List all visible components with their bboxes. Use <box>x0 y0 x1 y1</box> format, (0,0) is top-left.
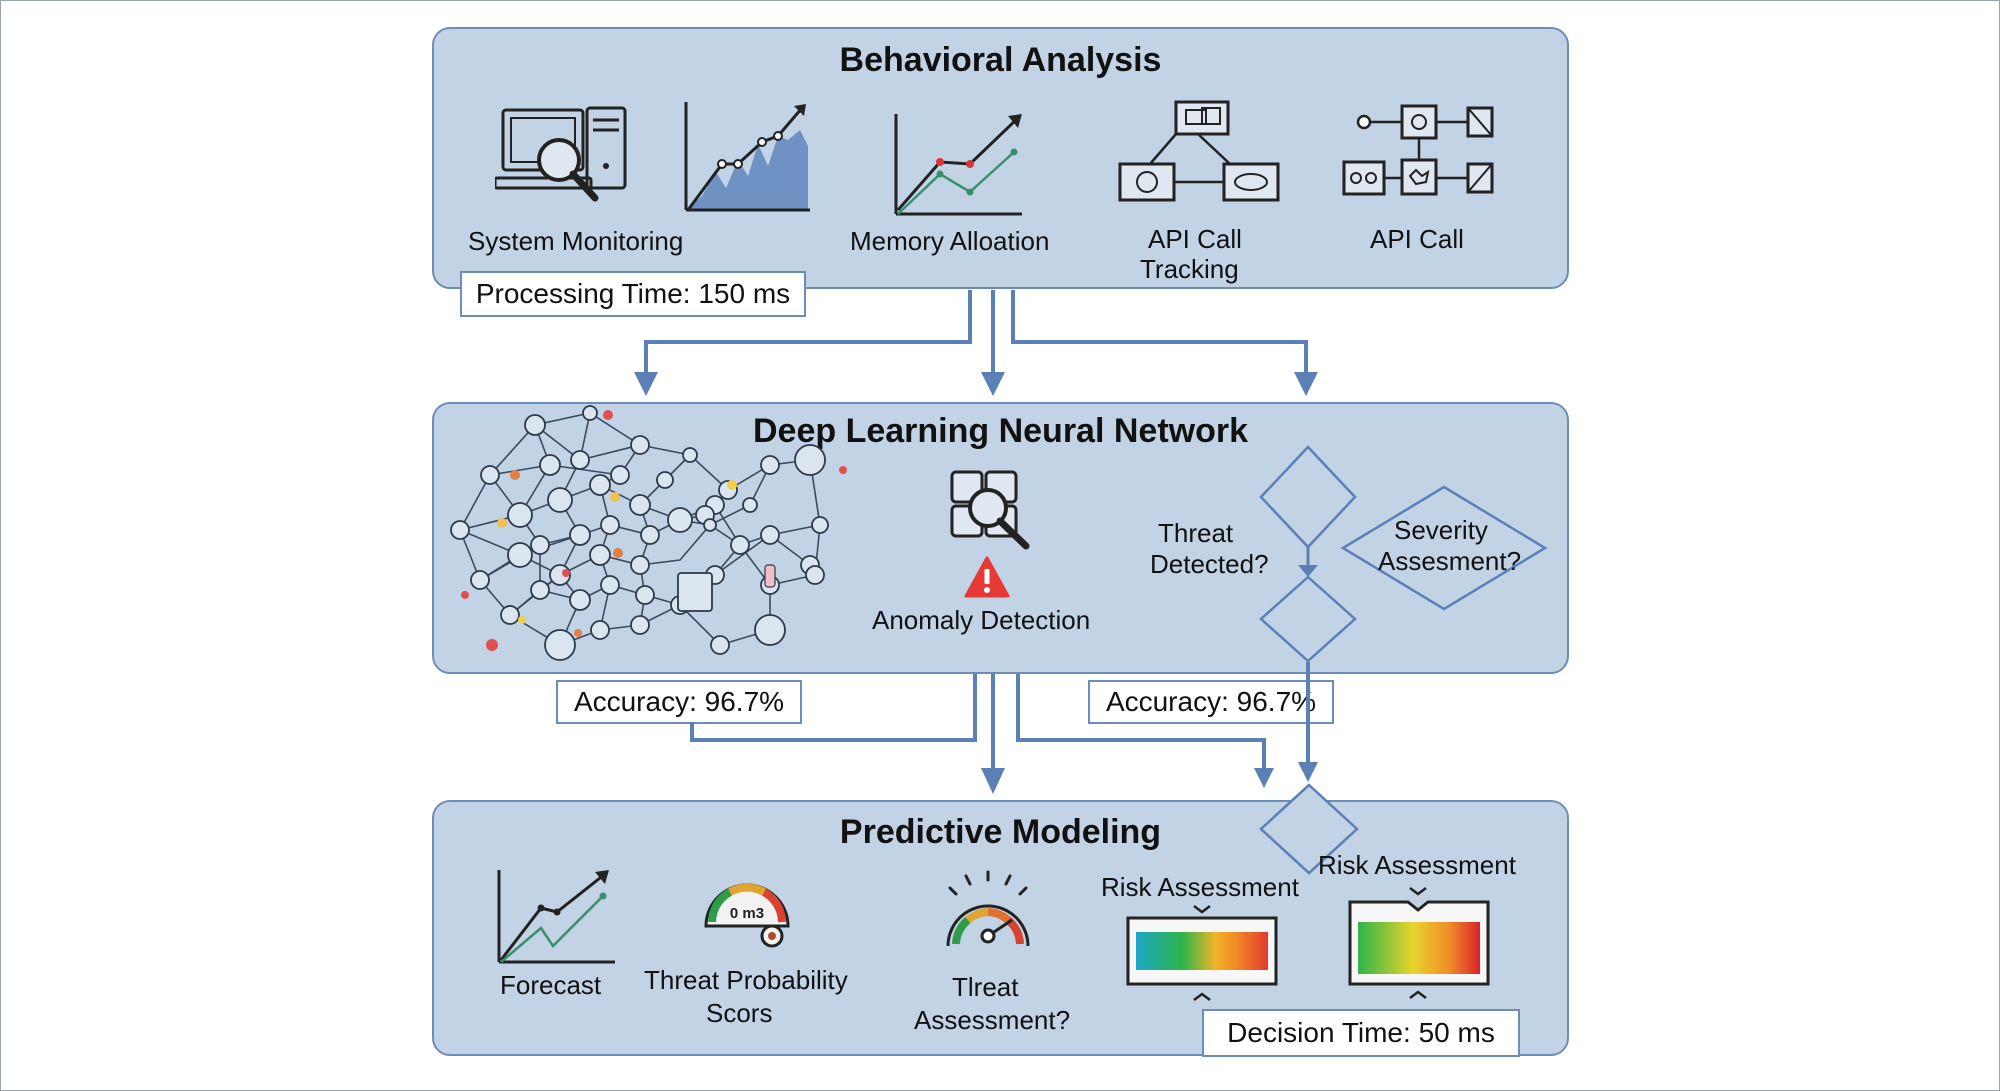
anomaly-detection-label: Anomaly Detection <box>872 605 1091 635</box>
anomaly-search-icon <box>950 470 1030 550</box>
processing-time-box: Processing Time: 150 ms <box>460 271 806 317</box>
decision-diamond-icon <box>1259 783 1359 875</box>
threat-probability-label-line2: Scors <box>706 998 773 1028</box>
api-tracking-network-icon <box>1118 100 1280 202</box>
forecast-label: Forecast <box>500 970 602 1000</box>
risk-assessment-label-2: Risk Assessment <box>1318 850 1516 880</box>
decision-flow-icon <box>1259 445 1548 663</box>
decision-time-box: Decision Time: 50 ms <box>1202 1009 1520 1057</box>
gauge-readout: 0 m3 <box>730 905 764 922</box>
probability-gauge-icon: 0 m3 <box>704 883 790 948</box>
memory-allocation-label: Memory Alloation <box>850 226 1050 256</box>
forecast-chart-icon <box>497 870 615 964</box>
threat-speedometer-icon <box>946 870 1030 947</box>
severity-assessment-label-line1: Severity <box>1394 515 1488 545</box>
threat-detected-label-line2: Detected? <box>1150 549 1269 579</box>
deep-learning-title: Deep Learning Neural Network <box>752 412 1248 450</box>
risk-assessment-label-1: Risk Assessment <box>1101 872 1299 902</box>
warning-triangle-icon <box>964 556 1010 598</box>
accuracy-right-box: Accuracy: 96.7% <box>1088 680 1334 724</box>
risk-meter-bar-2 <box>1348 887 1490 999</box>
api-call-flow-icon <box>1342 104 1494 196</box>
memory-line-chart-icon <box>894 114 1022 216</box>
activity-chart-icon <box>684 102 810 212</box>
predictive-modeling-title: Predictive Modeling <box>839 813 1162 851</box>
deep-learning-panel: Deep Learning Neural Network <box>432 402 1569 674</box>
behavioral-analysis-panel: Behavioral Analysis <box>432 27 1569 289</box>
api-call-tracking-label-line2: Tracking <box>1140 254 1239 284</box>
behavioral-analysis-title: Behavioral Analysis <box>839 41 1162 79</box>
severity-assessment-label-line2: Assesment? <box>1378 546 1522 576</box>
risk-meter-bar-1 <box>1126 905 1278 1001</box>
api-call-tracking-label-line1: API Call <box>1148 224 1242 254</box>
system-monitoring-label: System Monitoring <box>468 226 684 256</box>
threat-assessment-label-line2: Assessment? <box>914 1005 1071 1035</box>
api-call-label: API Call <box>1370 224 1464 254</box>
computer-search-icon <box>495 106 627 202</box>
threat-assessment-label-line1: Tlreat <box>952 972 1019 1002</box>
neural-network-graph-icon <box>450 405 847 661</box>
threat-probability-label-line1: Threat Probability <box>644 965 848 995</box>
accuracy-left-box: Accuracy: 96.7% <box>556 680 802 724</box>
threat-detected-label-line1: Threat <box>1158 518 1234 548</box>
